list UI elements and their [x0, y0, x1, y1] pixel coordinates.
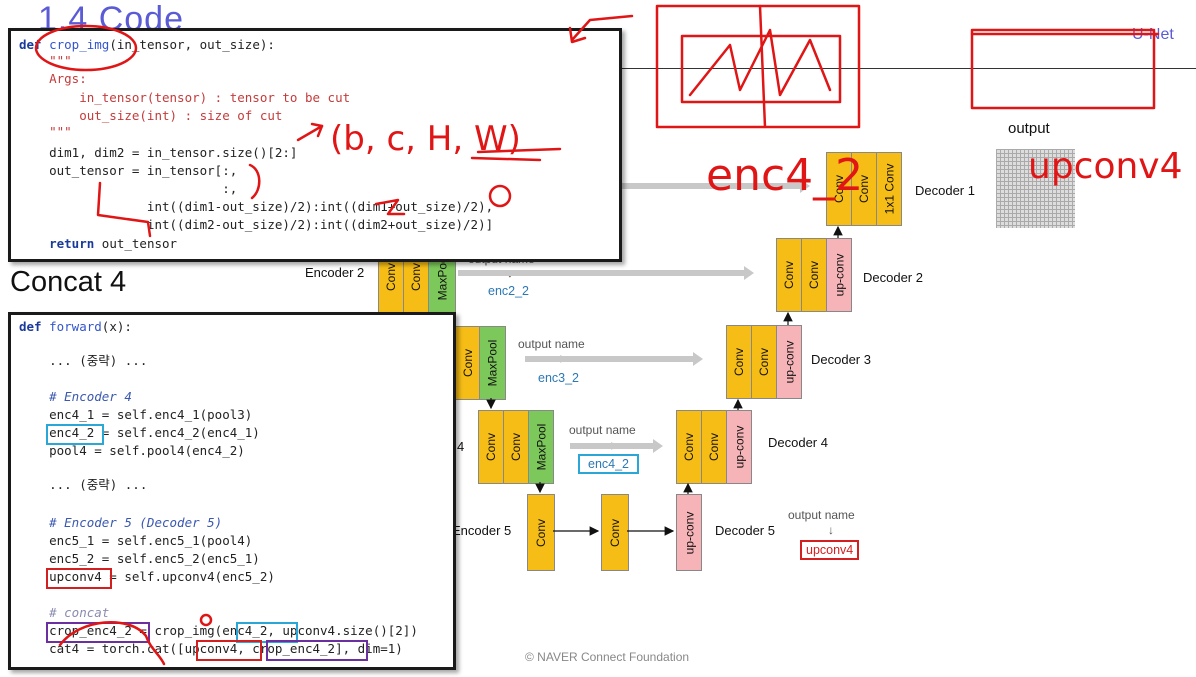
highlight-upconv4-arg [196, 640, 262, 661]
enc3-output-name-label: output name [518, 337, 585, 351]
decoder-3-label: Decoder 3 [811, 352, 871, 367]
decoder-4-upconv: up-conv [726, 410, 752, 484]
code-line: """ [19, 124, 72, 139]
enc4-output-name-label: output name [569, 423, 636, 437]
dec5-output-name: upconv4 [800, 540, 860, 560]
encoder-4-maxpool: MaxPool [528, 410, 554, 484]
code-line: # Encoder 5 (Decoder 5) [19, 515, 223, 530]
enc4-output-name: enc4_2 [578, 454, 640, 474]
decoder-4-label: Decoder 4 [768, 435, 828, 450]
code-line: Args: [19, 71, 87, 86]
code-line: # Encoder 4 [19, 389, 132, 404]
code-line: pool4 = self.pool4(enc4_2) [19, 443, 245, 458]
decoder-3-upconv: up-conv [776, 325, 802, 399]
encoder-2-label: Encoder 2 [305, 265, 365, 280]
code-line: enc5_2 = self.enc5_2(enc5_1) [19, 551, 260, 566]
decoder-5-upconv: up-conv [676, 494, 702, 571]
encoder-4-label: 4 [457, 439, 465, 454]
code-line: def crop_img(in_tensor, out_size): [19, 37, 275, 52]
highlight-crop-enc4-2-arg [266, 640, 368, 661]
encoder-3-maxpool: MaxPool [479, 326, 506, 400]
skip-arrow-3 [525, 352, 703, 366]
footer-copyright: © NAVER Connect Foundation [525, 650, 690, 664]
code-line: in_tensor(tensor) : tensor to be cut [19, 90, 351, 105]
highlight-enc4-2 [46, 424, 104, 445]
code-line: int((dim1-out_size)/2):int((dim1+out_siz… [19, 199, 494, 214]
encoder-5-conv-1: Conv [527, 494, 555, 571]
decoder-1-conv1x1: 1x1 Conv [876, 152, 902, 226]
highlight-crop-enc4-2 [46, 622, 150, 643]
code-line: # concat [19, 605, 110, 620]
crop-img-code-panel: def crop_img(in_tensor, out_size): """ A… [8, 28, 622, 262]
decoder-2-conv-2: Conv [801, 238, 827, 312]
section-title: Concat 4 [10, 266, 127, 298]
code-line: return out_tensor [19, 236, 178, 251]
decoder-3-conv-2: Conv [751, 325, 777, 399]
code-line: ... (중략) ... [19, 477, 148, 492]
encoder-5-label: Encoder 5 [452, 523, 512, 538]
code-line: :, [19, 181, 238, 196]
decoder-2-upconv: up-conv [826, 238, 852, 312]
skip-arrow-1 [600, 179, 810, 193]
dec5-output-name-label: output name [788, 508, 855, 522]
code-line: upconv4 = self.upconv4(enc5_2) [19, 569, 275, 584]
decoder-2-label: Decoder 2 [863, 270, 923, 285]
code-line: ... (중략) ... [19, 353, 148, 368]
highlight-upconv4 [46, 568, 112, 589]
decoder-2-conv-1: Conv [776, 238, 802, 312]
code-line: """ [19, 53, 72, 68]
header-divider [595, 68, 1196, 69]
code-line: enc4_2 = self.enc4_2(enc4_1) [19, 425, 260, 440]
code-line: out_size(int) : size of cut [19, 108, 283, 123]
decoder-1-label: Decoder 1 [915, 183, 975, 198]
decoder-5-label: Decoder 5 [715, 523, 775, 538]
code-line: int((dim2-out_size)/2):int((dim2+out_siz… [19, 217, 494, 232]
code-line: enc4_1 = self.enc4_1(pool3) [19, 407, 253, 422]
code-line: dim1, dim2 = in_tensor.size()[2:] [19, 145, 298, 160]
output-image [996, 149, 1075, 228]
encoder-5-conv-2: Conv [601, 494, 629, 571]
skip-arrow-2 [458, 266, 754, 280]
decoder-4-conv-2: Conv [701, 410, 727, 484]
enc2-output-name: enc2_2 [488, 284, 530, 298]
forward-code-panel: def forward(x): ... (중략) ... # Encoder 4… [8, 312, 456, 670]
code-line: def forward(x): [19, 319, 132, 334]
enc3-output-name: enc3_2 [538, 371, 580, 385]
code-line: out_tensor = in_tensor[:, [19, 163, 238, 178]
output-label: output [1008, 120, 1050, 137]
code-line: enc5_1 = self.enc5_1(pool4) [19, 533, 253, 548]
skip-arrow-4 [570, 439, 663, 453]
dec5-down-arrow: ↓ [828, 523, 834, 537]
